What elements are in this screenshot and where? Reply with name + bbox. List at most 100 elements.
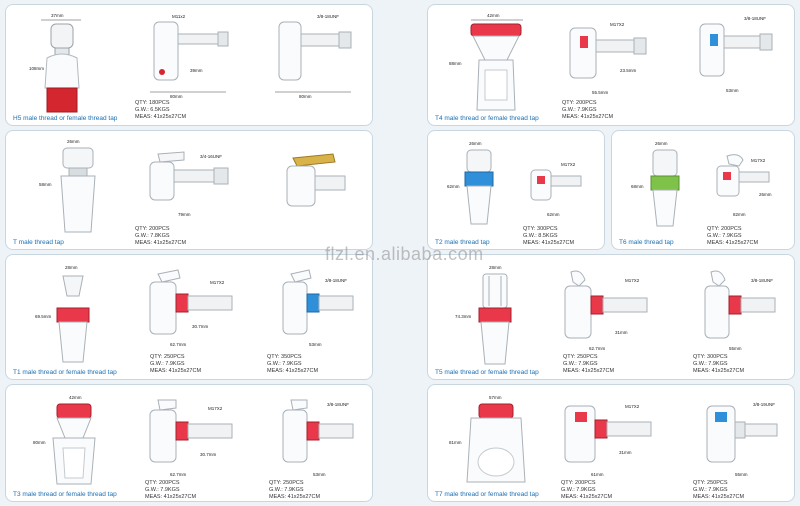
spec-block-a: QTY: 200PCS G.W.: 7.9KGS MEAS: 41x25x27C… (561, 480, 612, 501)
spec-block-a: QTY: 200PCS G.W.: 7.9KGS MEAS: 41x25x27C… (707, 226, 758, 247)
dim-top-width: 42mm (69, 395, 82, 400)
side-view-drawing-a: M17X2 31mm 62.7mm (564, 270, 648, 351)
dim-length-1: 62.7mm (170, 342, 187, 347)
front-view-drawing: 37mm 108mm (29, 13, 81, 113)
spec-gw: G.W.: 7.9KGS (145, 487, 180, 493)
dim-short: 23.5mm (620, 68, 637, 73)
product-panel-t: 26mm 58mm 3/4-16UNF 79mm QTY: 200PCS G.W… (5, 130, 373, 250)
spec-qty: QTY: 300PCS (523, 226, 558, 232)
dim-short: 31mm (615, 330, 628, 335)
dim-height: 88mm (449, 61, 462, 66)
spec-meas: MEAS: 41x25x27CM (562, 114, 614, 120)
spec-meas: MEAS: 41x25x27CM (693, 494, 745, 500)
spec-qty: QTY: 200PCS (562, 100, 597, 106)
side-view-drawing-b: 3/8-19UNF 55mm (706, 402, 778, 477)
spec-qty: QTY: 200PCS (135, 226, 170, 232)
dim-length-1: 62.7mm (170, 472, 187, 477)
spec-block-a: QTY: 200PCS G.W.: 7.8KGS MEAS: 41x25x27C… (135, 226, 186, 247)
spec-gw: G.W.: 7.9KGS (150, 361, 185, 367)
dim-short: 31mm (619, 450, 632, 455)
dim-length-1: 82mm (733, 212, 746, 217)
front-view-drawing: 26mm 68mm (631, 141, 680, 227)
spec-meas: MEAS: 41x25x27CM (135, 114, 187, 120)
dim-height: 68mm (631, 184, 644, 189)
spec-meas: MEAS: 41x25x27CM (267, 368, 319, 374)
front-view-drawing: 26mm 58mm (39, 139, 96, 233)
product-panel-t4: 42mm 88mm M17X2 23.5mm 55.5mm 3/8-18UNF … (427, 4, 795, 126)
dim-thread: M17X2 (561, 162, 576, 167)
panel-caption: T male thread tap (13, 239, 64, 246)
spec-qty: QTY: 200PCS (145, 480, 180, 486)
side-view-drawing-b: 3/8-18UNF 80mm (275, 14, 352, 99)
spec-gw: G.W.: 7.9KGS (269, 487, 304, 493)
spec-gw: G.W.: 7.9KGS (707, 233, 742, 239)
spec-gw: G.W.: 7.9KGS (693, 361, 728, 367)
dim-length-2: 55mm (729, 346, 742, 351)
dim-length-2: 80mm (299, 94, 312, 99)
dim-length-1: 62mm (547, 212, 560, 217)
dim-thread-2: 3/8-18UNF (327, 402, 349, 407)
dim-thread-1: M11x2 (172, 14, 186, 19)
dim-top-width: 42mm (487, 13, 500, 18)
panel-caption: T4 male thread or female thread tap (435, 115, 539, 122)
dim-thread-1: M17X2 (625, 278, 640, 283)
spec-block-a: QTY: 200PCS G.W.: 7.9KGS MEAS: 41x25x27C… (562, 100, 613, 121)
spec-qty: QTY: 250PCS (563, 354, 598, 360)
spec-block-a: QTY: 180PCS G.W.: 6.5KGS MEAS: 41x25x27C… (135, 100, 186, 121)
dim-top-width: 57mm (489, 395, 502, 400)
dim-height: 58mm (39, 182, 52, 187)
panel-caption: T5 male thread or female thread tap (435, 369, 539, 376)
spec-block-a: QTY: 200PCS G.W.: 7.9KGS MEAS: 41x25x27C… (145, 480, 196, 501)
dim-thread-2: 3/8-18UNF (325, 278, 347, 283)
dim-length-2: 53mm (313, 472, 326, 477)
side-view-drawing-a: M17X2 30.7mm 62.7mm (149, 399, 233, 477)
dim-thread-1: M17X2 (210, 280, 225, 285)
dim-thread-1: M17X2 (610, 22, 625, 27)
spec-qty: QTY: 250PCS (269, 480, 304, 486)
dim-height: 62mm (447, 184, 460, 189)
dim-height: 108mm (29, 66, 44, 71)
spec-block-a: QTY: 250PCS G.W.: 7.9KGS MEAS: 41x25x27C… (150, 354, 201, 375)
spec-gw: G.W.: 7.9KGS (693, 487, 728, 493)
panel-caption: T2 male thread tap (435, 239, 490, 246)
side-view-drawing: M17X2 62mm (530, 162, 582, 217)
dim-length-1: 62.7mm (589, 346, 606, 351)
product-panel-t2: 26mm 62mm M17X2 62mm QTY: 300PCS G.W.: 8… (427, 130, 605, 250)
spec-meas: MEAS: 41x25x27CM (150, 368, 202, 374)
side-view-drawing-b: 3/8-18UNF 53mm (282, 399, 354, 477)
side-view-drawing-b: 3/8-18UNF 53mm (699, 16, 773, 93)
spec-gw: G.W.: 7.9KGS (563, 361, 598, 367)
dim-height: 74.3mm (455, 314, 472, 319)
front-view-drawing: 26mm 62mm (447, 141, 494, 225)
dim-thread-1: M17X2 (625, 404, 640, 409)
product-panel-t6: 26mm 68mm M17X2 26mm 82mm QTY: 200PCS G.… (611, 130, 795, 250)
spec-qty: QTY: 250PCS (150, 354, 185, 360)
spec-block-b: QTY: 300PCS G.W.: 7.9KGS MEAS: 41x25x27C… (693, 354, 744, 375)
dim-thread-2: 3/8-18UNF (744, 16, 766, 21)
dim-top-width: 28mm (65, 265, 78, 270)
dim-height: 81mm (449, 440, 462, 445)
spec-gw: G.W.: 7.9KGS (562, 107, 597, 113)
panel-caption: T7 male thread or female thread tap (435, 491, 539, 498)
dim-length-1: 61mm (591, 472, 604, 477)
panel-caption: T3 male thread or female thread tap (13, 491, 117, 498)
dim-top-width: 26mm (655, 141, 668, 146)
dim-thread-1: M17X2 (208, 406, 223, 411)
product-panel-h5: 37mm 108mm M11x2 39mm 80mm 3/8-18UNF 80m… (5, 4, 373, 126)
dim-thread-2: 3/8-19UNF (753, 402, 775, 407)
dim-short: 30.7mm (200, 452, 217, 457)
spec-meas: MEAS: 41x25x27CM (563, 368, 615, 374)
panel-caption: T6 male thread tap (619, 239, 674, 246)
dim-top-width: 28mm (489, 265, 502, 270)
product-panel-t3: 42mm 80mm M17X2 30.7mm 62.7mm 3/8-18UNF … (5, 384, 373, 502)
spec-meas: MEAS: 41x25x27CM (145, 494, 197, 500)
spec-gw: G.W.: 7.9KGS (561, 487, 596, 493)
dim-thread: M17X2 (751, 158, 766, 163)
spec-qty: QTY: 350PCS (267, 354, 302, 360)
dim-length-1: 79mm (178, 212, 191, 217)
dim-top-width: 26mm (67, 139, 80, 144)
front-view-drawing: 42mm 88mm (449, 13, 523, 111)
spec-qty: QTY: 200PCS (561, 480, 596, 486)
dim-short: 26mm (759, 192, 772, 197)
